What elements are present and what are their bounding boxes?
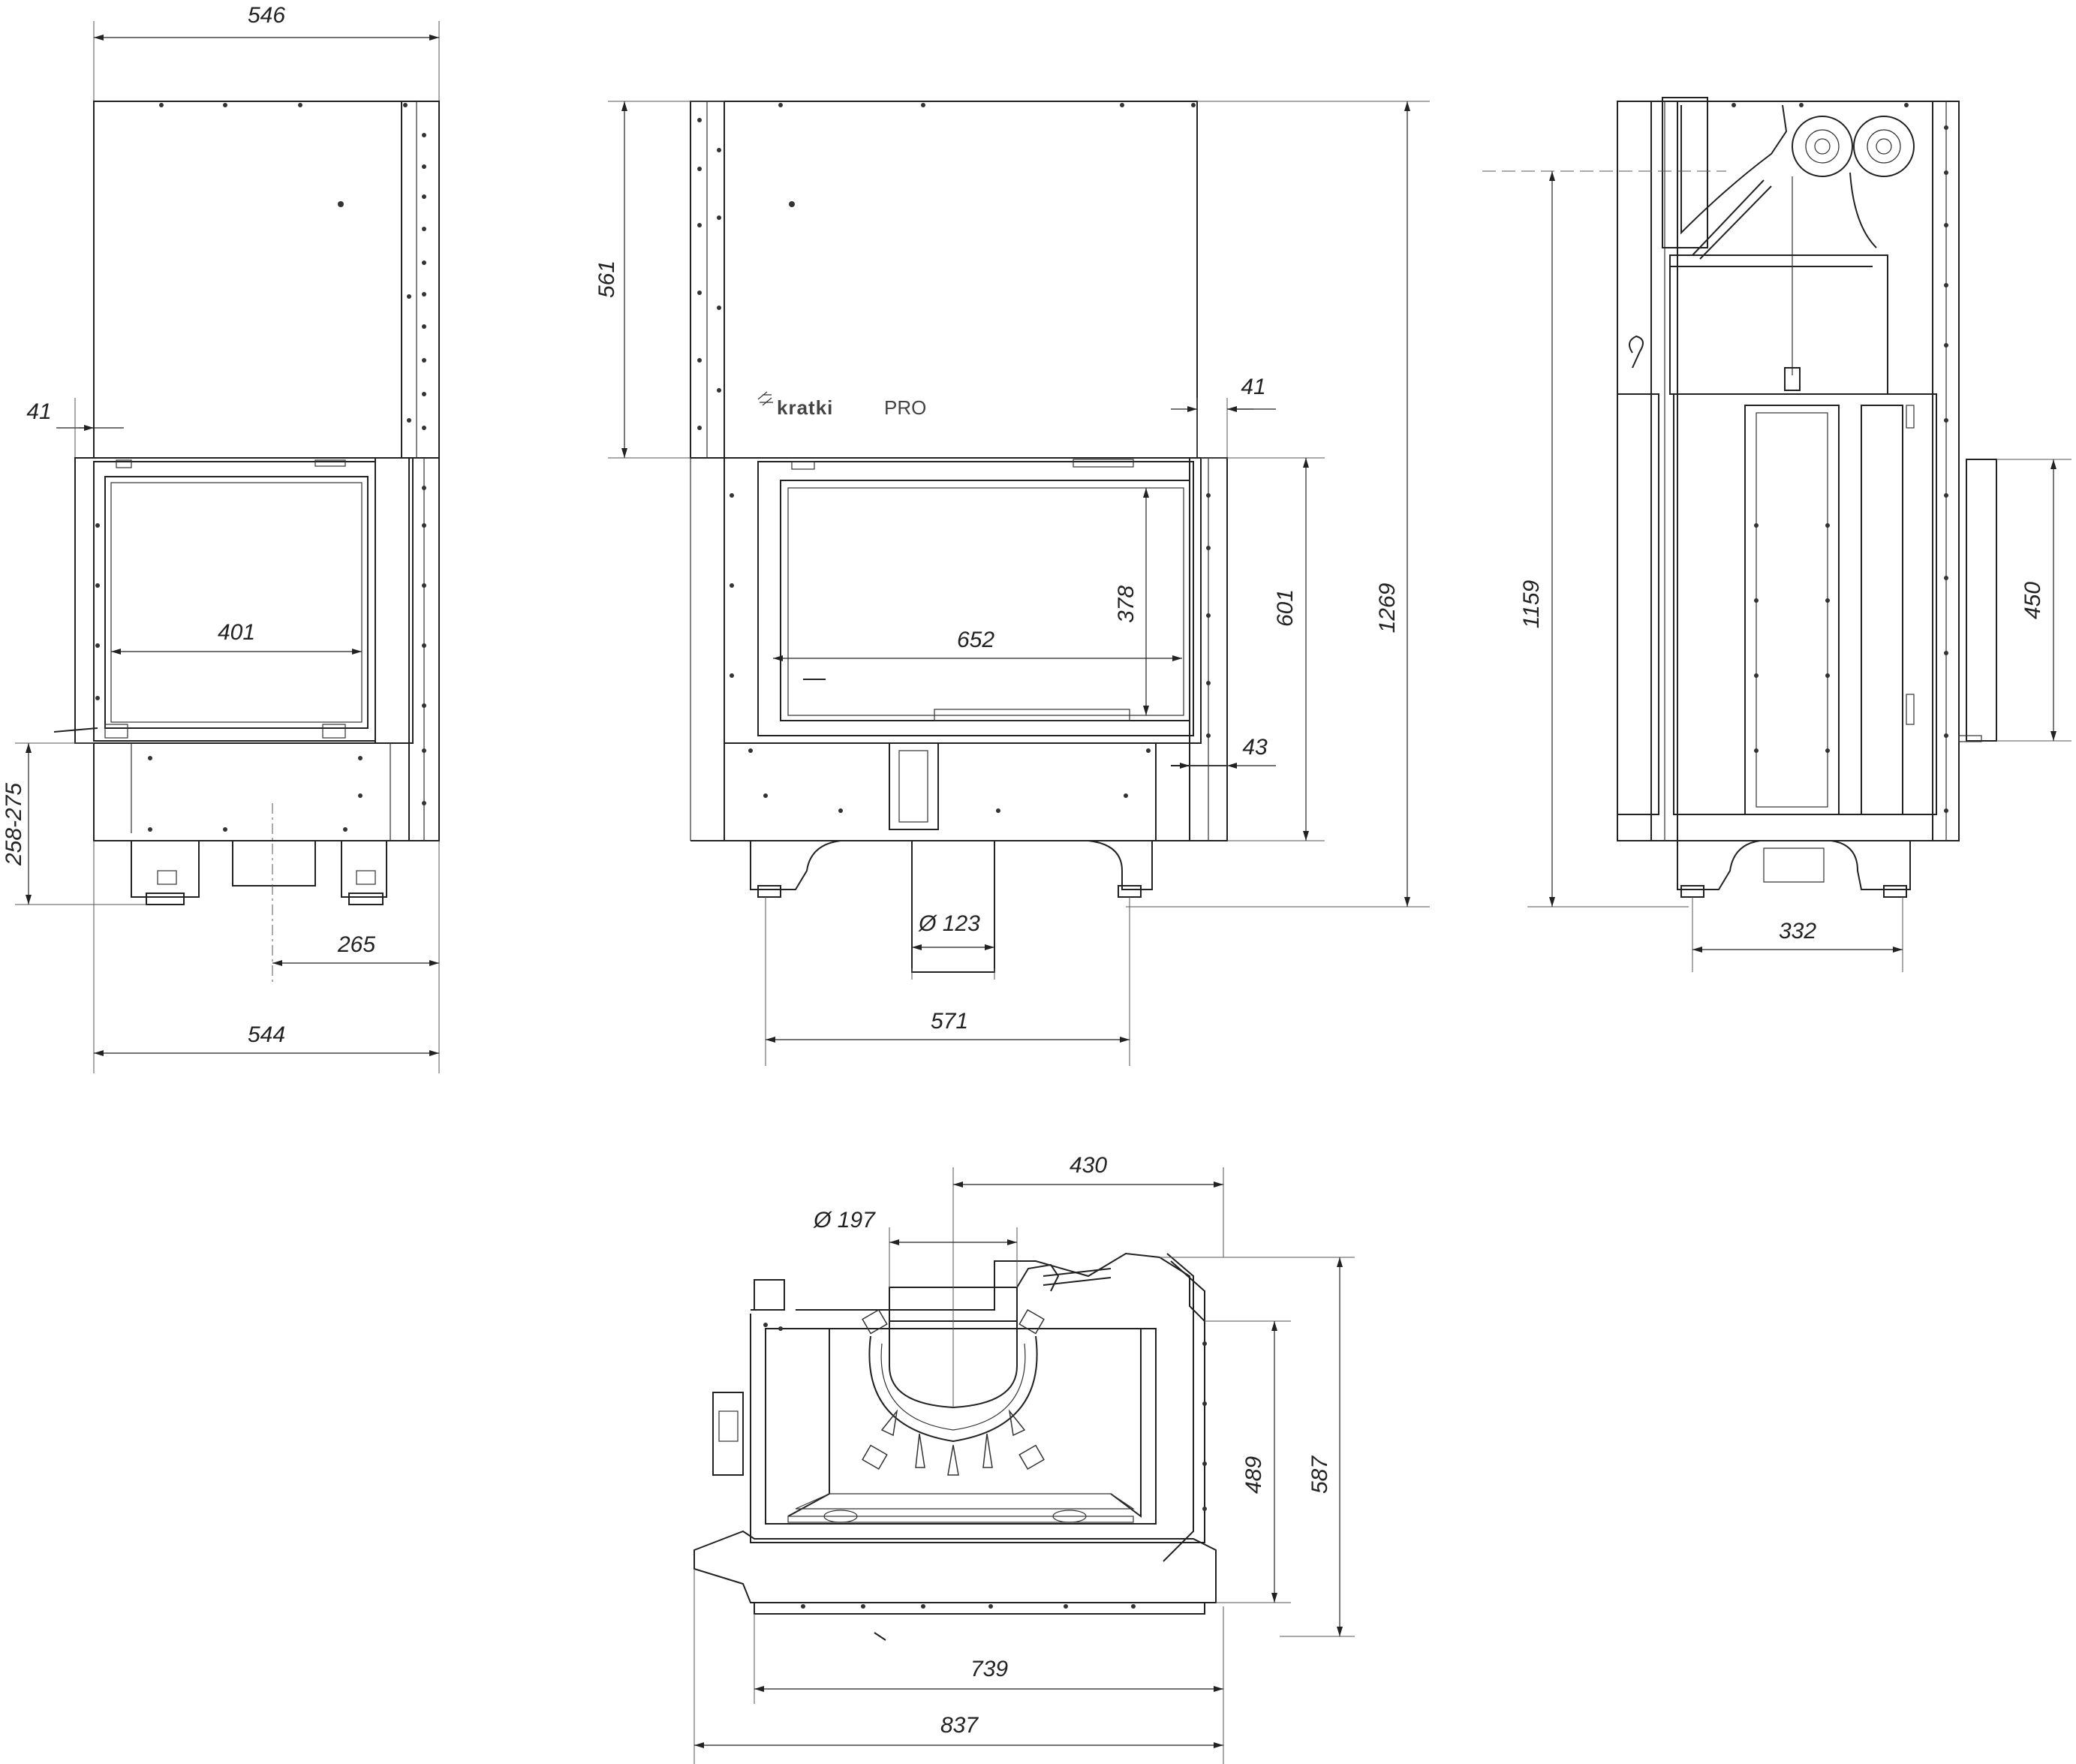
top-depth-inner-label: 489: [1241, 1456, 1266, 1494]
side-glass-width-label: 652: [957, 628, 994, 652]
side-view: kratki PRO 561 41 652: [594, 101, 1430, 1066]
logo-suffix-text: PRO: [884, 396, 926, 419]
top-flue-diameter-label: Ø 197: [813, 1208, 876, 1233]
side-flue-diameter-label: Ø 123: [918, 911, 980, 936]
top-width-inner-label: 739: [970, 1657, 1008, 1681]
side-setback-label: 41: [1241, 375, 1265, 399]
top-depth-outer-label: 587: [1307, 1455, 1332, 1494]
side-glass-height-label: 378: [1114, 585, 1139, 623]
front-setback-label: 41: [26, 399, 51, 424]
front-glass-width-label: 401: [218, 620, 255, 645]
side-lower-height-label: 601: [1273, 589, 1298, 627]
back-view: 1159 450 332: [1482, 97, 2071, 972]
side-total-height-label: 1269: [1375, 582, 1400, 633]
front-flue-offset-label: 265: [337, 932, 375, 957]
front-leg-height-label: 258-275: [2, 783, 26, 866]
top-view: 430 Ø 197 489 587 739 837: [694, 1153, 1355, 1764]
back-foot-spacing-label: 332: [1779, 919, 1816, 944]
front-view: 546 41: [2, 3, 440, 1073]
back-inlet-height-label: 450: [2020, 582, 2045, 619]
side-base-width-label: 571: [931, 1009, 968, 1034]
front-base-width-label: 544: [248, 1022, 285, 1047]
side-step-label: 43: [1242, 735, 1268, 760]
top-flue-offset-label: 430: [1070, 1153, 1107, 1178]
top-width-outer-label: 837: [940, 1713, 979, 1738]
kratki-logo: kratki PRO: [757, 391, 926, 419]
side-upper-height-label: 561: [594, 260, 619, 298]
logo-brand-text: kratki: [777, 396, 833, 419]
front-width-top-label: 546: [248, 3, 285, 28]
back-flue-height-label: 1159: [1519, 579, 1544, 628]
